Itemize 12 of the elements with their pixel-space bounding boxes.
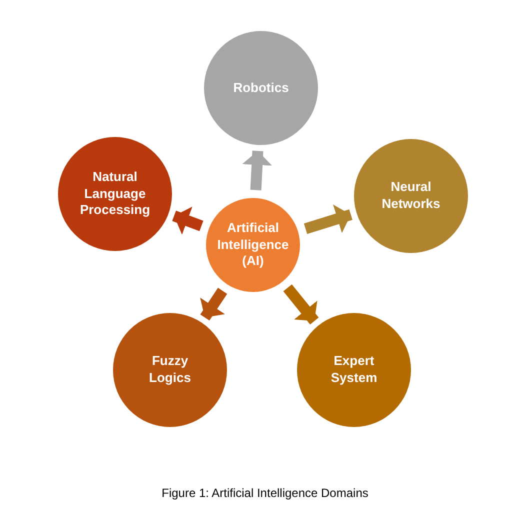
node-label: Neural Networks (380, 179, 442, 213)
node-label: Expert System (330, 353, 378, 387)
block-arrow (242, 150, 272, 190)
node-label: Robotics (233, 80, 289, 96)
block-arrow (283, 284, 319, 324)
node-label: Natural Language Processing (78, 168, 152, 220)
block-arrow (200, 288, 228, 321)
block-arrow (304, 204, 352, 234)
figure-caption: Figure 1: Artificial Intelligence Domains (160, 486, 370, 500)
node-label: Fuzzy Logics (148, 353, 192, 387)
node-label: Artificial Intelligence (AI) (216, 220, 290, 270)
block-arrow (172, 206, 204, 235)
